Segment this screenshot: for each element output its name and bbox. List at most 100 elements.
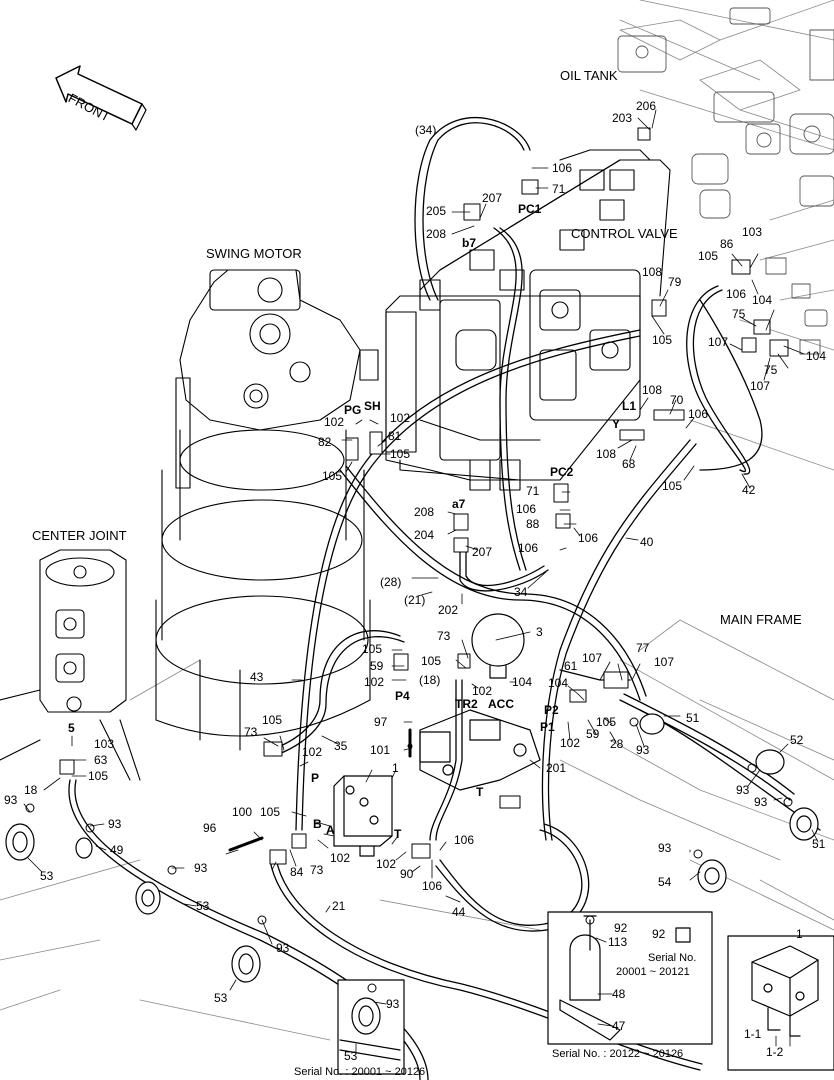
port-pc1: PC1 bbox=[518, 202, 542, 216]
center-joint bbox=[0, 549, 141, 781]
port-tr2: TR2 bbox=[455, 697, 478, 711]
part-42: 42 bbox=[742, 483, 756, 497]
main-frame-title: MAIN FRAME bbox=[720, 612, 802, 627]
part-104: 104 bbox=[548, 676, 569, 690]
main-frame-outline bbox=[0, 0, 834, 1041]
part-44: 44 bbox=[452, 905, 466, 919]
part-70: 70 bbox=[670, 393, 684, 407]
port-b: B bbox=[313, 817, 322, 831]
port-sh: SH bbox=[364, 399, 381, 413]
part-102: 102 bbox=[560, 736, 581, 750]
part-68: 68 bbox=[622, 457, 636, 471]
part-75: 75 bbox=[732, 307, 746, 321]
part-93: 93 bbox=[636, 743, 650, 757]
part-102: 102 bbox=[390, 411, 411, 425]
oil-tank-title: OIL TANK bbox=[560, 68, 618, 83]
part-21: 21 bbox=[332, 899, 346, 913]
part-108: 108 bbox=[596, 447, 617, 461]
part-93: 93 bbox=[108, 817, 122, 831]
part-207: 207 bbox=[472, 545, 493, 559]
part-105: 105 bbox=[421, 654, 442, 668]
part-102: 102 bbox=[330, 851, 351, 865]
part-102: 102 bbox=[364, 675, 385, 689]
part-34: 34 bbox=[514, 585, 528, 599]
port-a: A bbox=[326, 823, 335, 837]
port-5: 5 bbox=[68, 721, 75, 735]
swing-motor-title: SWING MOTOR bbox=[206, 246, 302, 261]
serial-label-3-range: 20001 ~ 20121 bbox=[616, 966, 690, 978]
port-p2: P2 bbox=[544, 703, 559, 717]
part-105: 105 bbox=[88, 769, 109, 783]
port-acc: ACC bbox=[488, 697, 514, 711]
part-52: 52 bbox=[790, 733, 804, 747]
part-104: 104 bbox=[806, 349, 827, 363]
part-43: 43 bbox=[250, 670, 264, 684]
part-106: 106 bbox=[422, 879, 443, 893]
part-61: 61 bbox=[564, 659, 578, 673]
port-pc2: PC2 bbox=[550, 465, 574, 479]
part-93: 93 bbox=[658, 841, 672, 855]
accumulator bbox=[471, 613, 525, 679]
part-106: 106 bbox=[518, 541, 539, 555]
solenoid-valve-block bbox=[419, 709, 541, 791]
part-86: 86 bbox=[720, 237, 734, 251]
port-a7: a7 bbox=[452, 497, 466, 511]
part-105: 105 bbox=[662, 479, 683, 493]
part-1-1: 1-1 bbox=[744, 1027, 762, 1041]
part-106: 106 bbox=[688, 407, 709, 421]
port-t-2: T bbox=[476, 785, 484, 799]
part-59: 59 bbox=[586, 727, 600, 741]
part-113: 113 bbox=[608, 935, 628, 949]
part-40: 40 bbox=[640, 535, 654, 549]
part-102: 102 bbox=[302, 745, 323, 759]
part-77: 77 bbox=[636, 641, 650, 655]
port-t: T bbox=[394, 827, 402, 841]
part-54: 54 bbox=[658, 875, 672, 889]
part-93: 93 bbox=[754, 795, 768, 809]
part-53: 53 bbox=[40, 869, 54, 883]
part-51: 51 bbox=[812, 837, 826, 851]
center-joint-title: CENTER JOINT bbox=[32, 528, 127, 543]
serial-label-1: Serial No. : 20001 ~ 20126 bbox=[294, 1066, 426, 1078]
part-28: 28 bbox=[610, 737, 624, 751]
part-28-paren: (28) bbox=[380, 575, 402, 589]
clamps bbox=[5, 713, 819, 983]
part-105: 105 bbox=[260, 805, 281, 819]
part-1-2: 1-2 bbox=[766, 1045, 784, 1059]
part-106: 106 bbox=[454, 833, 475, 847]
part-107: 107 bbox=[750, 379, 771, 393]
part-203: 203 bbox=[612, 111, 633, 125]
part-1: 1 bbox=[392, 761, 399, 775]
part-93: 93 bbox=[194, 861, 208, 875]
part-201: 201 bbox=[546, 761, 567, 775]
valve-block-1 bbox=[333, 775, 393, 857]
part-73: 73 bbox=[437, 629, 451, 643]
part-108: 108 bbox=[642, 265, 663, 279]
part-73: 73 bbox=[244, 725, 258, 739]
part-92: 92 bbox=[652, 927, 666, 941]
part-53: 53 bbox=[214, 991, 228, 1005]
serial-label-3-title: Serial No. bbox=[648, 952, 697, 964]
part-105: 105 bbox=[262, 713, 283, 727]
control-valve-title: CONTROL VALVE bbox=[571, 226, 678, 241]
port-y: Y bbox=[612, 417, 621, 431]
part-35: 35 bbox=[334, 739, 348, 753]
part-208: 208 bbox=[414, 505, 435, 519]
part-103: 103 bbox=[742, 225, 763, 239]
control-valve-body bbox=[385, 149, 671, 491]
port-p: P bbox=[311, 771, 320, 785]
part-107: 107 bbox=[708, 335, 729, 349]
part-103: 103 bbox=[94, 737, 115, 751]
part-84: 84 bbox=[290, 865, 304, 879]
part-202: 202 bbox=[438, 603, 459, 617]
port-pg: PG bbox=[344, 403, 362, 417]
part-48: 48 bbox=[612, 987, 626, 1001]
part-106: 106 bbox=[552, 161, 573, 175]
part-34-paren: (34) bbox=[415, 123, 437, 137]
part-106: 106 bbox=[578, 531, 599, 545]
part-205: 205 bbox=[426, 204, 447, 218]
part-105: 105 bbox=[698, 249, 719, 263]
fittings bbox=[25, 127, 793, 993]
part-105: 105 bbox=[390, 447, 411, 461]
